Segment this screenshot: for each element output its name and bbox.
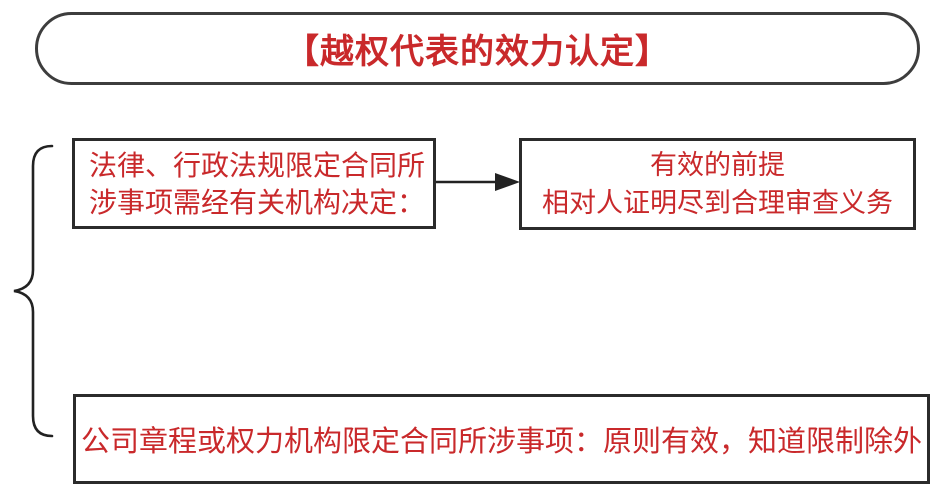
result-box: 有效的前提 相对人证明尽到合理审查义务 [519, 138, 916, 230]
left-curly-brace-icon [13, 144, 54, 438]
result-line-2: 相对人证明尽到合理审查义务 [542, 188, 893, 218]
diagram-title-box: 【越权代表的效力认定】 [35, 12, 920, 85]
arrow-right-icon [436, 173, 520, 191]
bottom-rule-text: 公司章程或权力机构限定合同所涉事项：原则有效，知道限制除外 [80, 426, 922, 458]
condition-line-2: 涉事项需经有关机构决定： [89, 186, 426, 218]
bottom-rule-box: 公司章程或权力机构限定合同所涉事项：原则有效，知道限制除外 [73, 394, 930, 484]
condition-line-1: 法律、行政法规限定合同所 [89, 149, 426, 181]
result-line-1: 有效的前提 [650, 150, 785, 180]
diagram-title: 【越权代表的效力认定】 [285, 33, 670, 71]
condition-box: 法律、行政法规限定合同所 涉事项需经有关机构决定： [72, 138, 436, 229]
